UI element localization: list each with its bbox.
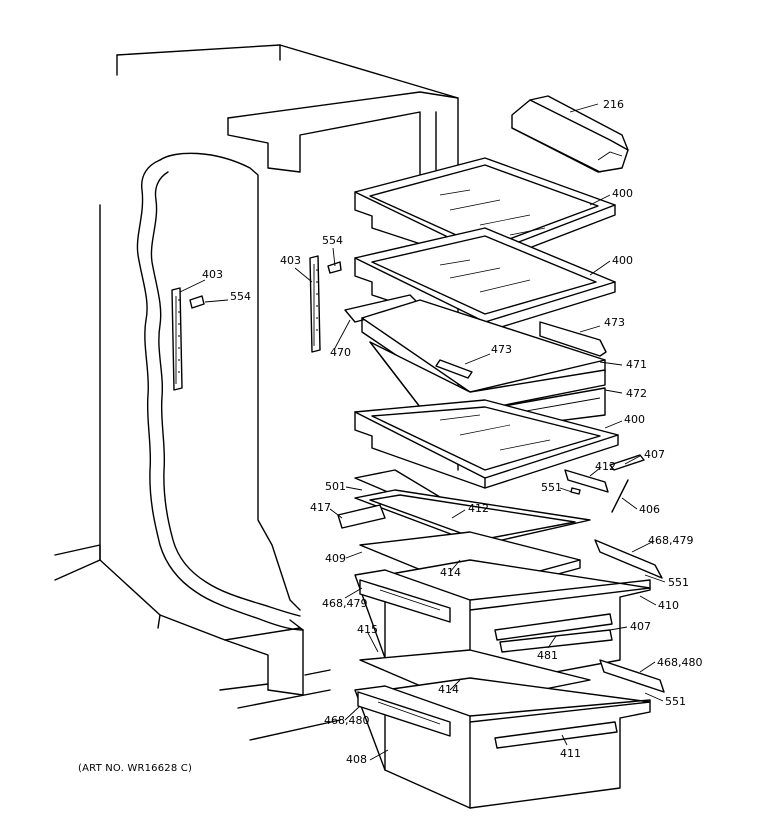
- callout-409: 409: [325, 552, 346, 565]
- callout-468-480-left: 468,480: [324, 714, 370, 727]
- glass-shelf-400-third: [354, 399, 619, 489]
- callout-468-480-right: 468,480: [657, 656, 703, 669]
- callout-407-lower: 407: [630, 620, 651, 633]
- callout-481: 481: [537, 649, 558, 662]
- callout-473-right: 473: [604, 316, 625, 329]
- callout-403-left: 403: [202, 268, 223, 281]
- callout-470: 470: [330, 346, 351, 359]
- leader-lines: [179, 103, 666, 761]
- callout-415: 415: [357, 623, 378, 636]
- glass-shelf-400-top: [354, 157, 616, 266]
- callout-471: 471: [626, 358, 647, 371]
- callout-414-upper: 414: [440, 566, 461, 579]
- callout-400-second: 400: [612, 254, 633, 267]
- callout-551-upper: 551: [541, 481, 562, 494]
- callout-472: 472: [626, 387, 647, 400]
- callout-408: 408: [346, 753, 367, 766]
- callout-551-lower: 551: [665, 695, 686, 708]
- callout-554-right: 554: [322, 234, 343, 247]
- callout-labels: 216 400 400 554 403 554 403 473 470 473 …: [202, 98, 703, 766]
- callout-400-top: 400: [612, 187, 633, 200]
- door-bin-216: [511, 95, 629, 173]
- callout-407-upper: 407: [644, 448, 665, 461]
- callout-403-right: 403: [280, 254, 301, 267]
- callout-468-479-left: 468,479: [322, 597, 368, 610]
- callout-411: 411: [560, 747, 581, 760]
- callout-501: 501: [325, 480, 346, 493]
- callout-417: 417: [310, 501, 331, 514]
- callout-551-middle: 551: [668, 576, 689, 589]
- callout-554-left: 554: [230, 290, 251, 303]
- callout-400-third: 400: [624, 413, 645, 426]
- callout-412-left: 412: [468, 502, 489, 515]
- callout-406: 406: [639, 503, 660, 516]
- art-number: (ART NO. WR16628 C): [78, 763, 193, 774]
- callout-410: 410: [658, 599, 679, 612]
- callout-216: 216: [603, 98, 624, 111]
- callout-468-479-right: 468,479: [648, 534, 694, 547]
- glass-shelf-400-second: [354, 227, 616, 333]
- callout-414-lower: 414: [438, 683, 459, 696]
- shelf-support-right: [309, 255, 342, 353]
- liner-gasket: [136, 159, 304, 631]
- callout-412-right: 412: [595, 460, 616, 473]
- callout-473-center: 473: [491, 343, 512, 356]
- shelf-support-left: [171, 287, 205, 391]
- crisper-drawer-lower: [354, 649, 665, 809]
